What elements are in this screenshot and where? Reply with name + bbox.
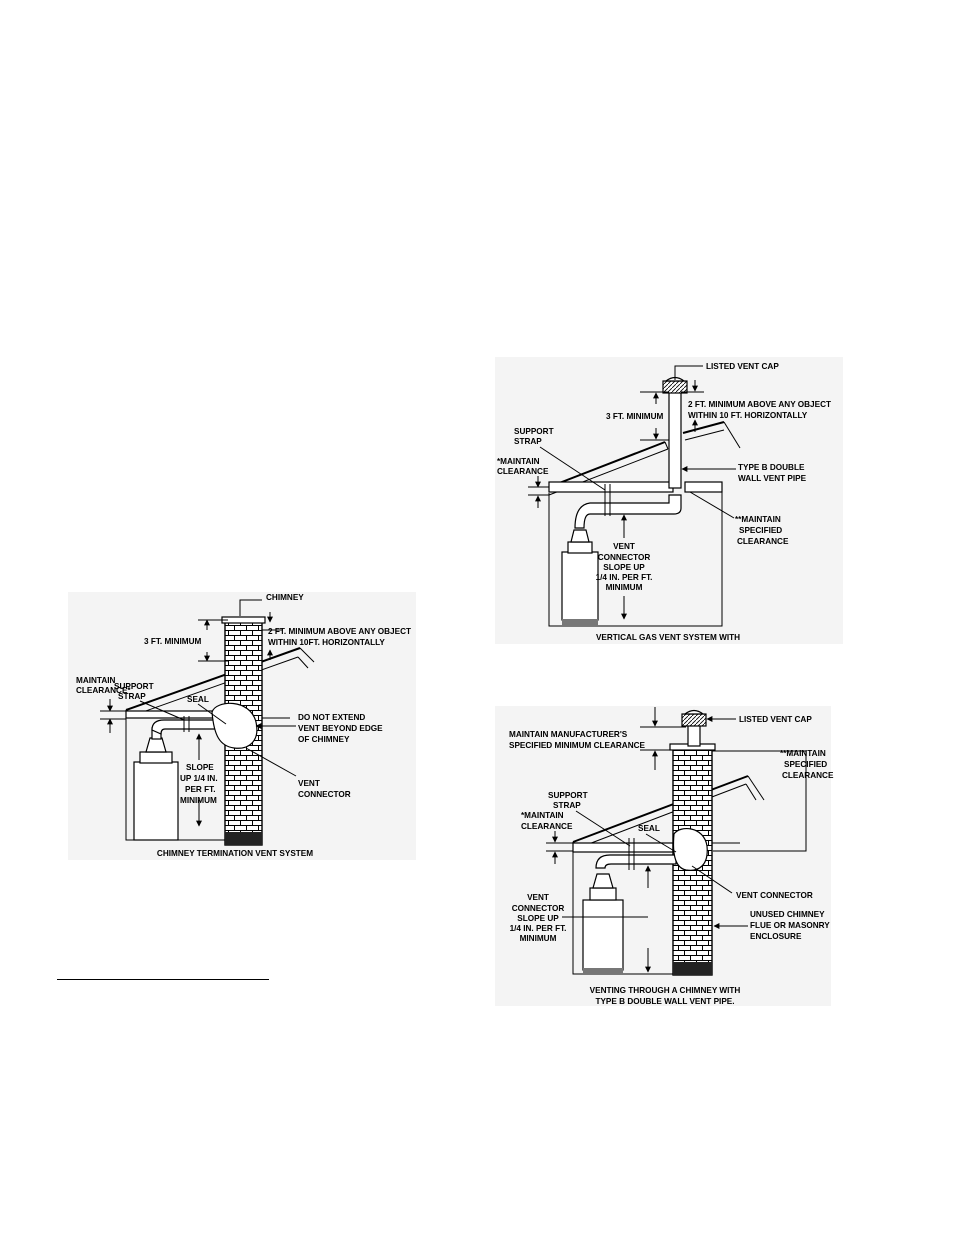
figure3-caption-2: TYPE B DOUBLE WALL VENT PIPE. bbox=[595, 997, 734, 1006]
figure3-slope-4: 1/4 IN. PER FT. bbox=[510, 924, 567, 933]
figure3-specified-2: SPECIFIED bbox=[784, 760, 827, 769]
figure2-caption: VERTICAL GAS VENT SYSTEM WITH bbox=[596, 633, 740, 642]
figure3-vent-pipe bbox=[687, 724, 701, 747]
figure1-slope-2: UP 1/4 IN. bbox=[180, 774, 218, 783]
figure2-support-strap-1: SUPPORT bbox=[514, 427, 554, 436]
figure2-house-wall bbox=[548, 490, 723, 627]
figure3-house-wall bbox=[572, 852, 673, 975]
figure3-roof bbox=[572, 775, 749, 843]
figure2-specified-2: SPECIFIED bbox=[739, 526, 782, 535]
figure3-support-strap-1: SUPPORT bbox=[548, 791, 588, 800]
figure-chimney-termination: 3 FT. MINIMUM CHIMNEY 2 FT. MINIMUM ABOV… bbox=[68, 592, 416, 860]
figure1-two-ft-line2: WITHIN 10FT. HORIZONTALLY bbox=[268, 638, 385, 647]
figure2-specified-1: **MAINTAIN bbox=[735, 515, 781, 524]
figure2-vent-3: SLOPE UP bbox=[603, 563, 645, 572]
figure3-slope-2: CONNECTOR bbox=[512, 904, 565, 913]
figure2-vent-4: 1/4 IN. PER FT. bbox=[596, 573, 653, 582]
figure3-unused-3: ENCLOSURE bbox=[750, 932, 802, 941]
figure3-specified-3: CLEARANCE bbox=[782, 771, 834, 780]
figure1-roof bbox=[125, 647, 301, 711]
figure1-support-strap-label-2: STRAP bbox=[118, 692, 146, 701]
figure1-do-not-extend-3: OF CHIMNEY bbox=[298, 735, 350, 744]
figure1-vent-connector-1: VENT bbox=[298, 779, 320, 788]
figure2-vent-cap-label: LISTED VENT CAP bbox=[706, 362, 779, 371]
figure2-vent-2: CONNECTOR bbox=[598, 553, 651, 562]
figure2-three-ft-label: 3 FT. MINIMUM bbox=[606, 412, 663, 421]
figure3-unused-2: FLUE OR MASONRY bbox=[750, 921, 830, 930]
figure3-caption-1: VENTING THROUGH A CHIMNEY WITH bbox=[590, 986, 741, 995]
figure3-support-strap bbox=[628, 838, 635, 870]
figure2-maintain-1: *MAINTAIN bbox=[497, 457, 540, 466]
figure2-vent-5: MINIMUM bbox=[606, 583, 643, 592]
figure2-type-b-2: WALL VENT PIPE bbox=[738, 474, 807, 483]
figure3-maintain-2: CLEARANCE bbox=[521, 822, 573, 831]
figure3-manuf-1: MAINTAIN MANUFACTURER'S bbox=[509, 730, 628, 739]
figure1-slope-3: PER FT. bbox=[185, 785, 215, 794]
figure3-unused-1: UNUSED CHIMNEY bbox=[750, 910, 825, 919]
figure3-ceiling bbox=[572, 842, 674, 853]
footnote-rule bbox=[57, 979, 269, 980]
figure1-chimney-label: CHIMNEY bbox=[266, 593, 304, 602]
figure3-slope-3: SLOPE UP bbox=[517, 914, 559, 923]
figure2-ceiling bbox=[548, 481, 674, 493]
figure3-vent-cap bbox=[681, 713, 707, 727]
figure1-maintain-label-1: MAINTAIN bbox=[76, 676, 116, 685]
figure3-manuf-2: SPECIFIED MINIMUM CLEARANCE bbox=[509, 741, 646, 750]
figure2-vent-connector bbox=[574, 494, 682, 529]
figure2-support-strap-2: STRAP bbox=[514, 437, 542, 446]
figure1-seal-label: SEAL bbox=[187, 695, 209, 704]
figure1-maintain-label-2: CLEARANCE* bbox=[76, 686, 131, 695]
figure2-vent-1: VENT bbox=[613, 542, 635, 551]
figure2-type-b-1: TYPE B DOUBLE bbox=[738, 463, 805, 472]
figure1-support-strap-label-1: SUPPORT bbox=[114, 682, 154, 691]
figure1-do-not-extend-1: DO NOT EXTEND bbox=[298, 713, 365, 722]
figure3-vent-connector bbox=[595, 854, 677, 869]
figure1-ceiling bbox=[125, 710, 226, 719]
figure1-support-strap bbox=[183, 716, 190, 732]
figure3-slope-1: VENT bbox=[527, 893, 549, 902]
figure2-vent-pipe bbox=[668, 391, 682, 489]
figure1-three-ft-label: 3 FT. MINIMUM bbox=[144, 637, 201, 646]
figure3-specified-1: **MAINTAIN bbox=[780, 749, 826, 758]
figure3-vent-cap-label: LISTED VENT CAP bbox=[739, 715, 812, 724]
figure2-specified-3: CLEARANCE bbox=[737, 537, 789, 546]
figure3-maintain-1: *MAINTAIN bbox=[521, 811, 564, 820]
figure3-water-heater bbox=[582, 899, 624, 971]
figure3-seal-label: SEAL bbox=[638, 824, 660, 833]
figure2-two-ft-line1: 2 FT. MINIMUM ABOVE ANY OBJECT bbox=[688, 400, 831, 409]
figure-venting-through-chimney: LISTED VENT CAP MAINTAIN MANUFACTURER'S … bbox=[495, 706, 834, 1006]
figure1-caption: CHIMNEY TERMINATION VENT SYSTEM bbox=[157, 849, 313, 858]
figure2-two-ft-line2: WITHIN 10 FT. HORIZONTALLY bbox=[688, 411, 808, 420]
figure1-house-wall bbox=[125, 718, 225, 841]
figure2-water-heater bbox=[561, 551, 599, 621]
figure1-slope-1: SLOPE bbox=[186, 763, 214, 772]
figure2-vent-cap bbox=[662, 380, 688, 394]
figure1-water-heater bbox=[133, 761, 179, 841]
figure3-support-strap-2: STRAP bbox=[553, 801, 581, 810]
figure2-support-strap bbox=[604, 484, 611, 516]
figure1-slope-4: MINIMUM bbox=[180, 796, 217, 805]
figure2-roof bbox=[548, 441, 666, 488]
figure2-maintain-2: CLEARANCE bbox=[497, 467, 549, 476]
figure1-two-ft-line1: 2 FT. MINIMUM ABOVE ANY OBJECT bbox=[268, 627, 411, 636]
figure3-slope-5: MINIMUM bbox=[520, 934, 557, 943]
figure3-vent-connector-label: VENT CONNECTOR bbox=[736, 891, 813, 900]
figure1-do-not-extend-2: VENT BEYOND EDGE bbox=[298, 724, 383, 733]
figure1-vent-connector-2: CONNECTOR bbox=[298, 790, 351, 799]
figure-vertical-gas-vent: LISTED VENT CAP 2 FT. MINIMUM ABOVE ANY … bbox=[495, 357, 843, 644]
